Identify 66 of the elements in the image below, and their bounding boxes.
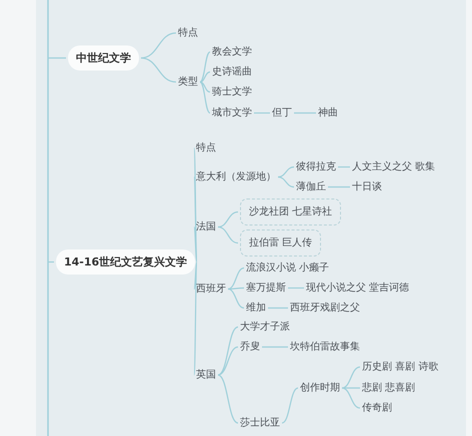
topic-label: 类型 [178,76,198,88]
topic-label: 但丁 [272,106,292,120]
connector-line [193,226,198,262]
topic-label: 传奇剧 [362,402,392,414]
topic-label: 意大利（发源地） [196,170,276,184]
connector-line [218,226,238,244]
topic-label: 法国 [196,220,216,234]
subtopic-box: 拉伯雷 巨人传 [240,230,322,256]
connector-line [200,81,210,93]
connector-line [140,32,176,59]
topic-box: 14-16世纪文艺复兴文学 [56,250,196,274]
topic-label: 西班牙戏剧之父 [290,302,360,314]
topic-label: 城市文学 [212,106,252,120]
topic-label: 十日谈 [352,180,382,194]
connector-line [268,307,288,309]
topic-label: 乔叟 [240,340,260,354]
connector-line [342,366,360,389]
connector-line [328,186,350,188]
connector-line [228,288,244,309]
connector-line [294,112,316,114]
connector-line [48,261,54,263]
topic-label: 塞万提斯 [246,282,286,294]
connector-line [140,57,176,83]
topic-label: 神曲 [318,106,338,120]
connector-line [288,287,304,289]
connector-line [228,287,244,290]
connector-line [218,326,238,376]
connector-line [278,176,294,188]
topic-label: 史诗谣曲 [212,66,252,78]
connector-line [200,81,210,114]
connector-line [282,387,298,424]
topic-label: 特点 [196,142,216,154]
connector-line [218,211,238,228]
connector-line [200,71,210,83]
topic-label: 薄伽丘 [296,180,326,194]
connector-line [218,374,238,424]
connector-line [193,262,198,376]
topic-label: 坎特伯雷故事集 [290,340,360,354]
connector-line [193,262,198,290]
topic-label: 彼得拉克 [296,160,336,174]
topic-label: 大学才子派 [240,320,290,334]
topic-label: 维加 [246,302,266,314]
connector-line [228,267,244,290]
connector-line [342,387,360,389]
topic-label: 人文主义之父 歌集 [352,160,436,174]
topic-label: 悲剧 悲喜剧 [362,382,416,394]
connector-line [338,166,350,168]
connector-line [342,387,360,409]
topic-label: 西班牙 [196,282,226,296]
topic-label: 流浪汉小说 小癞子 [246,262,330,274]
topic-label: 英国 [196,368,216,382]
subtopic-box: 沙龙社团 七星诗社 [240,198,342,226]
topic-label: 现代小说之父 堂吉诃德 [306,282,410,294]
topic-label: 教会文学 [212,46,252,58]
topic-label: 特点 [178,26,198,40]
connector-line [218,346,238,376]
topic-label: 创作时期 [300,382,340,394]
connector-line [200,51,210,83]
connector-line [262,346,288,348]
topic-label: 骑士文学 [212,86,252,98]
connector-line [254,112,270,114]
connector-line [278,166,294,178]
topic-label: 历史剧 喜剧 诗歌 [362,360,438,374]
topic-label: 莎士比亚 [240,416,280,430]
connector-line [48,57,66,59]
topic-box: 中世纪文学 [68,46,139,70]
